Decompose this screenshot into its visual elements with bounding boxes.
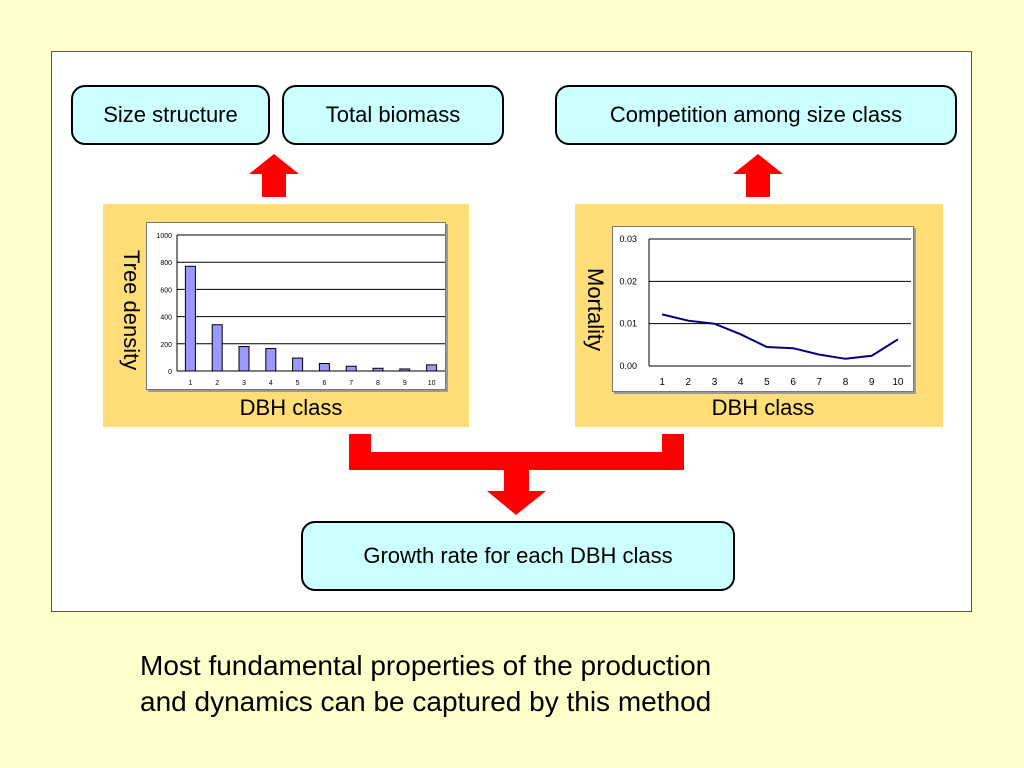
density-x-tick: 10	[428, 380, 436, 387]
density-bar	[292, 357, 304, 372]
density-y-tick: 600	[160, 287, 172, 294]
caption-line-2: and dynamics can be captured by this met…	[140, 686, 712, 717]
density-bar	[318, 363, 330, 372]
caption-line-1: Most fundamental properties of the produ…	[140, 650, 712, 681]
density-x-tick: 4	[269, 380, 273, 387]
density-bar	[399, 368, 411, 372]
size-structure-box: Size structure	[71, 85, 270, 145]
mortality-x-tick: 5	[764, 377, 770, 388]
density-x-label: DBH class	[239, 395, 343, 420]
density-y-tick: 800	[160, 260, 172, 267]
density-y-tick: 200	[160, 342, 172, 349]
total-biomass-box: Total biomass	[282, 85, 504, 145]
density-bar	[211, 324, 223, 372]
mortality-x-tick: 1	[659, 377, 665, 388]
mortality-y-tick: 0.03	[619, 234, 637, 244]
mortality-x-label: DBH class	[711, 395, 815, 420]
density-x-tick: 9	[403, 380, 407, 387]
density-bar	[238, 346, 250, 372]
density-bar	[265, 348, 277, 372]
mortality-chart: 0.00 0.01 0.02 0.03 1 2 3 4 5 6 7 8 9 10	[612, 226, 914, 392]
density-chart: 0 200 400 600 800 1000 1 2 3 4 5 6 7 8 9 10	[146, 222, 446, 390]
density-x-tick: 7	[349, 380, 353, 387]
density-y-tick: 1000	[156, 233, 172, 240]
mortality-y-tick: 0.02	[619, 276, 637, 286]
density-y-tick: 400	[160, 315, 172, 322]
mortality-x-tick: 10	[892, 377, 904, 388]
density-y-tick: 0	[168, 369, 172, 376]
mortality-x-tick: 3	[712, 377, 718, 388]
mortality-series-line	[661, 313, 899, 360]
growth-rate-box: Growth rate for each DBH class	[301, 521, 735, 591]
mortality-x-tick: 8	[843, 377, 849, 388]
mortality-y-tick: 0.01	[619, 319, 637, 329]
competition-box: Competition among size class	[555, 85, 957, 145]
mortality-x-tick: 2	[686, 377, 692, 388]
density-x-tick: 3	[242, 380, 246, 387]
density-bar	[184, 265, 196, 372]
mortality-y-label: Mortality	[583, 268, 608, 352]
mortality-x-tick: 7	[817, 377, 823, 388]
density-bar	[372, 367, 384, 372]
density-bar	[345, 365, 357, 372]
density-bar	[426, 364, 438, 372]
mortality-x-tick: 9	[869, 377, 875, 388]
density-x-tick: 5	[296, 380, 300, 387]
mortality-y-tick: 0.00	[619, 361, 637, 371]
density-x-tick: 1	[188, 380, 192, 387]
density-y-label: Tree density	[119, 249, 144, 371]
density-x-tick: 8	[376, 380, 380, 387]
caption: Most fundamental properties of the produ…	[140, 648, 900, 720]
density-x-tick: 6	[322, 380, 326, 387]
mortality-x-tick: 6	[790, 377, 796, 388]
density-x-tick: 2	[215, 380, 219, 387]
mortality-x-tick: 4	[738, 377, 744, 388]
